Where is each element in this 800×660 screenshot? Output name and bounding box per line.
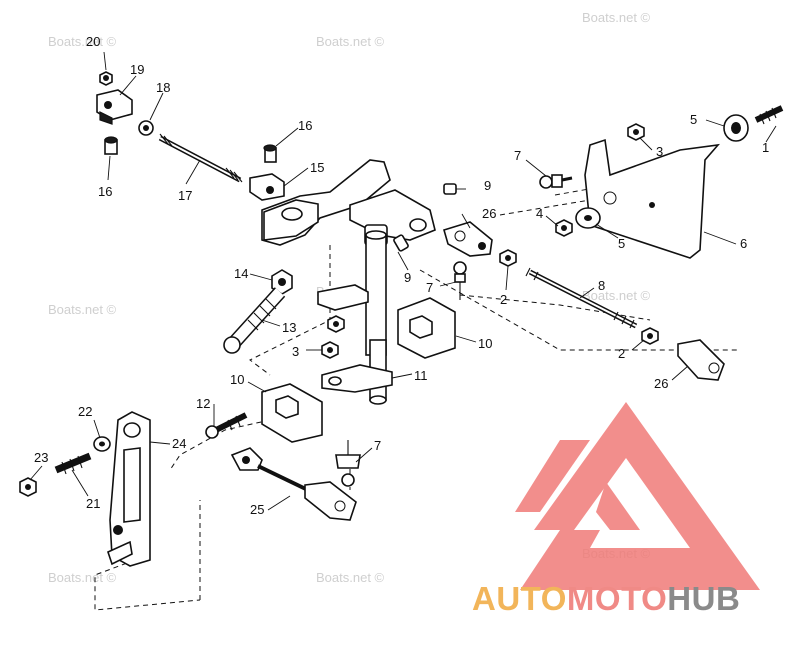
part-3-nut-upper (627, 123, 645, 141)
part-6-mounting-plate (584, 138, 720, 259)
part-3-nuts-middle (321, 315, 345, 359)
part-2-nut-lower (641, 327, 659, 345)
part-10-clamp-block-right (397, 297, 456, 359)
part-12-screw (205, 412, 248, 439)
callout-17: 17 (178, 188, 192, 203)
callout-19: 19 (130, 62, 144, 77)
part-25-link-rod (230, 447, 357, 521)
callout-26-upper: 26 (482, 206, 496, 221)
watermark: Boats.net © (316, 570, 385, 585)
part-9-pin-upper (443, 183, 466, 195)
part-22-washer (93, 436, 111, 452)
watermark: Boats.net © (582, 288, 651, 303)
watermark: Boats.net © (316, 34, 385, 49)
callout-2-lower: 2 (618, 346, 625, 361)
throttle-arm-assembly (261, 159, 436, 246)
part-17-long-rod (158, 133, 243, 183)
part-16-screw-left (104, 136, 118, 155)
callout-5-upper: 5 (690, 112, 697, 127)
part-26-ball-joint-lower (677, 339, 725, 381)
callout-1: 1 (762, 140, 769, 155)
logo-text-auto: AUTO (472, 580, 567, 617)
callout-26-lower: 26 (654, 376, 668, 391)
logo-text-hub: HUB (667, 580, 741, 617)
callout-10-right: 10 (478, 336, 492, 351)
watermark: Boats.net © (48, 570, 117, 585)
part-19-link-bracket (96, 89, 133, 125)
watermark: Boats.net © (48, 34, 117, 49)
part-7-ball-stud-right (539, 174, 573, 189)
callout-8: 8 (598, 278, 605, 293)
part-5-washer-upper (723, 114, 749, 142)
callout-3-upper: 3 (656, 144, 663, 159)
callout-15: 15 (310, 160, 324, 175)
part-18-nut (138, 120, 154, 136)
part-13-screw (223, 287, 286, 354)
callout-16-upper: 16 (298, 118, 312, 133)
callout-7-right: 7 (514, 148, 521, 163)
callout-9-upper: 9 (484, 178, 491, 193)
automotohub-logo-mark (515, 402, 760, 590)
callout-10-left: 10 (230, 372, 244, 387)
callout-21: 21 (86, 496, 100, 511)
part-7-ball-stud-upper (453, 261, 467, 300)
leader-lines (29, 51, 777, 511)
callout-18: 18 (156, 80, 170, 95)
part-4-nut (555, 219, 573, 237)
callout-4: 4 (536, 206, 543, 221)
callout-3-middle: 3 (292, 344, 299, 359)
automotohub-logo-text: AUTOMOTOHUB (472, 580, 740, 618)
logo-text-moto: MOTO (566, 580, 668, 617)
callout-6: 6 (740, 236, 747, 251)
part-8-threaded-rod (525, 267, 638, 329)
part-11-control-shaft (317, 230, 393, 405)
callout-22: 22 (78, 404, 92, 419)
callout-11: 11 (414, 368, 428, 383)
part-10-clamp-block-left (261, 383, 323, 443)
callout-24: 24 (172, 436, 186, 451)
part-20-nut (99, 71, 113, 86)
part-1-screw (754, 105, 784, 125)
callout-13: 13 (282, 320, 296, 335)
callout-7-lower: 7 (374, 438, 381, 453)
callout-12: 12 (196, 396, 210, 411)
callout-9-lower: 9 (404, 270, 411, 285)
part-2-nut-upper (499, 249, 517, 267)
callout-20: 20 (86, 34, 100, 49)
part-16-screw-upper (263, 144, 277, 163)
part-26-ball-joint-upper (443, 221, 493, 257)
callout-numbers: 20 19 18 16 16 17 15 9 26 7 3 5 1 4 5 6 … (34, 34, 769, 517)
part-9-pin-lower (393, 234, 409, 252)
part-14-nut (271, 269, 293, 295)
part-7-ball-stud-lower (335, 440, 361, 487)
part-15-swivel-block (249, 173, 285, 201)
callout-23: 23 (34, 450, 48, 465)
watermark: Boats.net © (582, 10, 651, 25)
watermark: Boats.net © (48, 302, 117, 317)
callout-25: 25 (250, 502, 264, 517)
callout-14: 14 (234, 266, 248, 281)
part-5-washer-lower (575, 207, 601, 229)
callout-5-lower: 5 (618, 236, 625, 251)
callout-16-left: 16 (98, 184, 112, 199)
callout-7-upper: 7 (426, 280, 433, 295)
part-23-nut (19, 477, 37, 497)
part-21-screw (54, 452, 92, 475)
callout-2-upper: 2 (500, 292, 507, 307)
part-24-lever (107, 411, 151, 567)
